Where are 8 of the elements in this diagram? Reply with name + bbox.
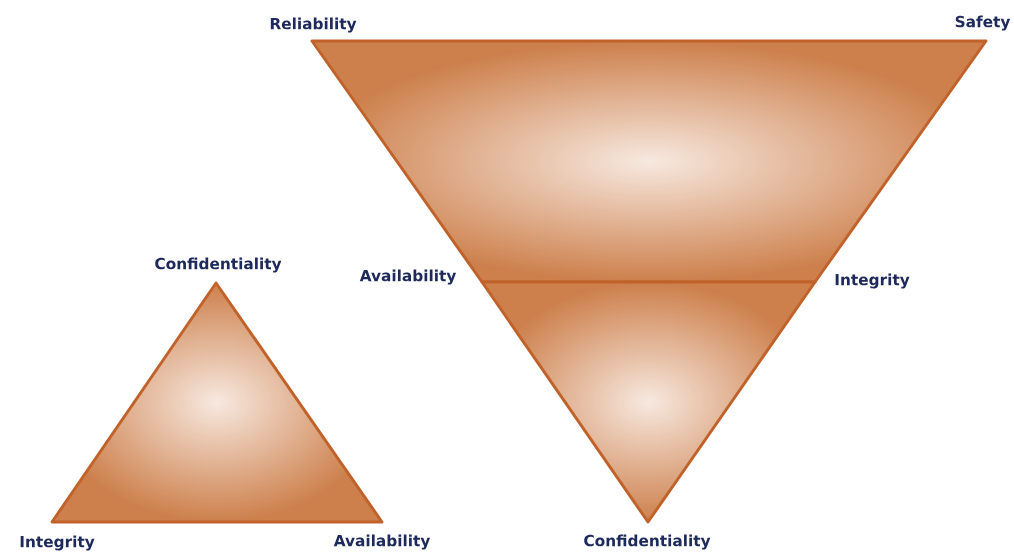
vertex-label: Confidentiality [155, 257, 282, 273]
vertex-label: Availability [333, 534, 431, 550]
vertex-label: Integrity [20, 535, 95, 551]
vertex-label: Reliability [270, 17, 357, 33]
vertex-label: Integrity [835, 273, 910, 289]
vertex-label: Availability [359, 269, 457, 285]
vertex-label: Safety [955, 15, 1011, 31]
vertex-label: Confidentiality [584, 534, 711, 550]
